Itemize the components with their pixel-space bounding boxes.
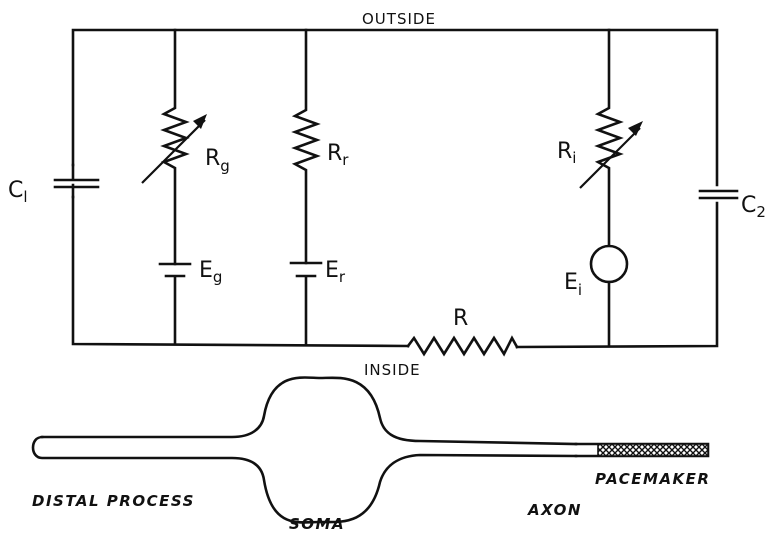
branch-rg [141,28,207,266]
pacemaker-zone [597,443,709,457]
rg-label: Rg [205,146,230,175]
outside-label: OUTSIDE [362,10,436,28]
axon-label: AXON [527,501,582,519]
rr-label: Rr [327,141,349,169]
ei-label: Ei [564,270,582,299]
resistor-r [406,335,519,357]
circuit-frame [71,28,719,349]
distal-process-label: DISTAL PROCESS [32,492,195,510]
branch-ri [579,28,643,247]
pacemaker-label: PACEMAKER [595,470,710,488]
eg-label: Eg [199,258,222,286]
r-label: R [453,306,468,331]
er-label: Er [325,258,346,286]
capacitor-c2 [698,189,739,200]
branch-rr [291,28,321,265]
battery-eg [158,262,192,346]
soma-label: SOMA [289,515,345,533]
c2-label: C2 [741,193,766,221]
c1-label: Cl [8,178,28,206]
inside-label: INSIDE [364,361,421,379]
capacitor-c1 [53,163,100,199]
battery-er [289,261,323,346]
source-ei [589,244,629,347]
ri-label: Ri [557,139,576,167]
